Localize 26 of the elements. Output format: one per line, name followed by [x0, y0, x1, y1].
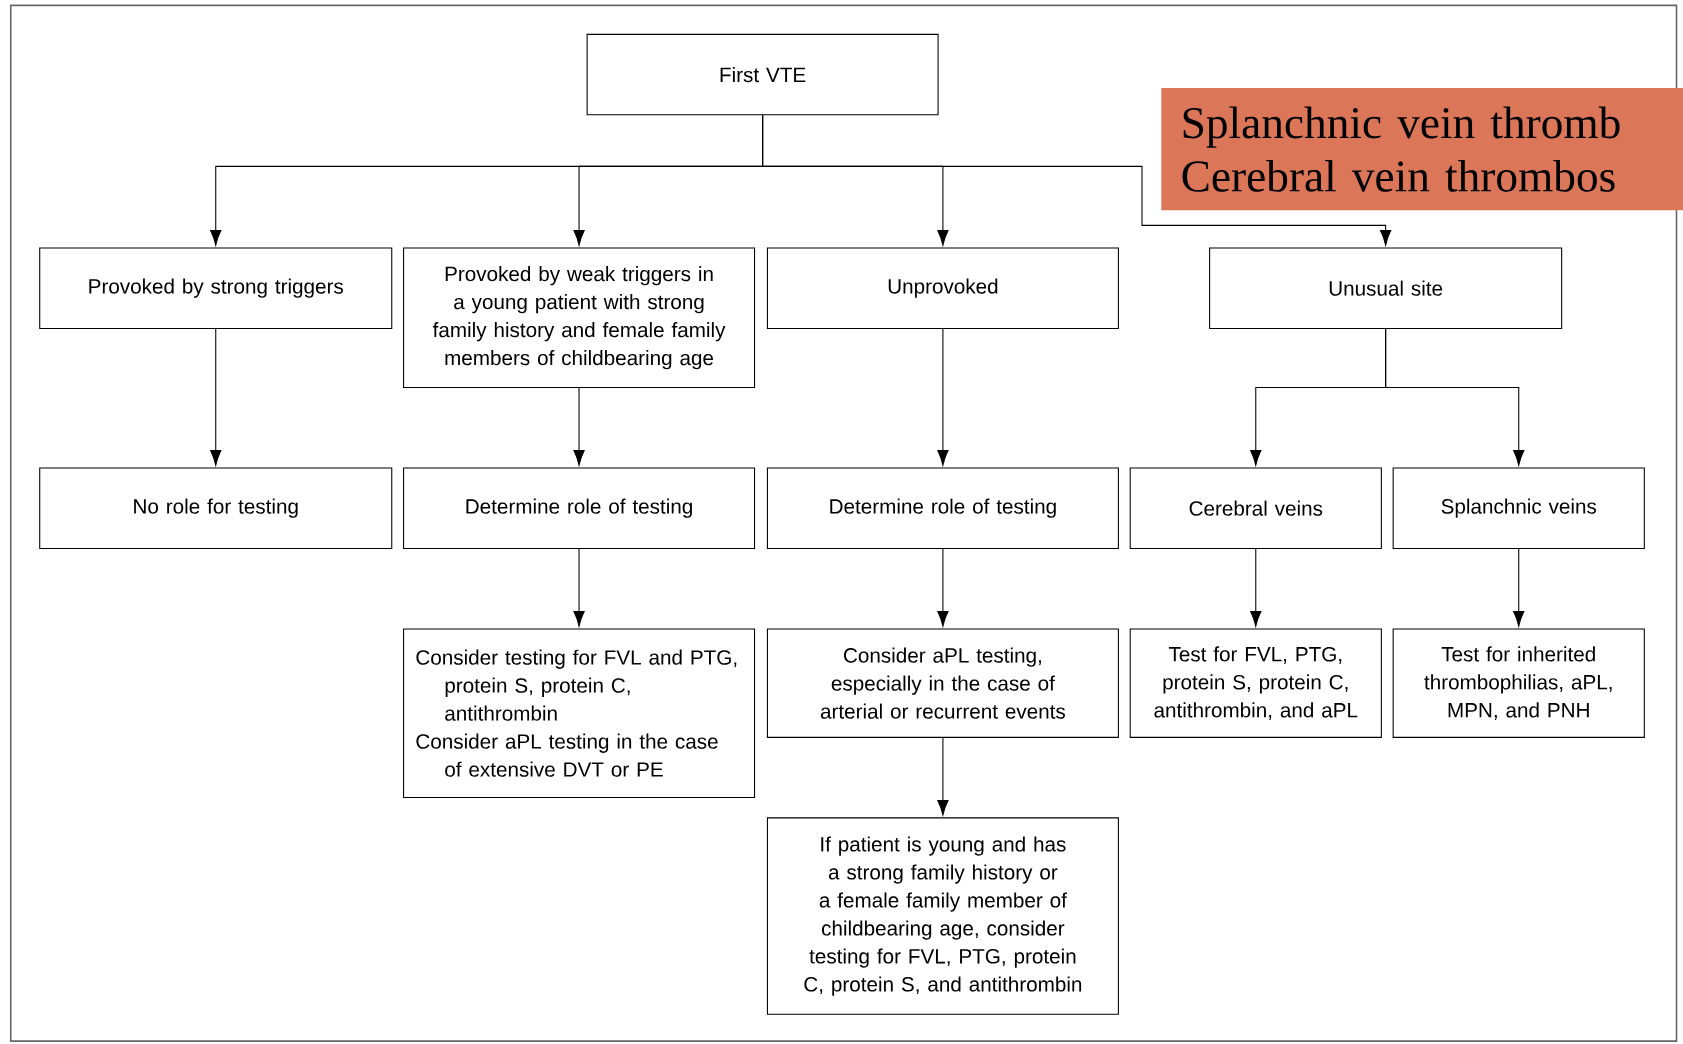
arrow: [210, 328, 222, 466]
process-box: Unprovoked: [766, 247, 1119, 329]
process-box: Cerebral veins: [1129, 467, 1382, 549]
banner-box: Splanchnic vein thromb Cerebral vein thrombos: [1161, 88, 1683, 211]
process-box: Test for FVL, PTG, protein S, protein C, antithrombin, and aPL: [1129, 628, 1382, 738]
process-box: Determine role of testing: [403, 467, 756, 549]
arrow: [1385, 328, 1525, 466]
process-box: No role for testing: [39, 467, 393, 549]
arrow: [1250, 548, 1262, 627]
arrow: [1513, 548, 1525, 627]
arrow: [762, 114, 1392, 246]
arrow: [937, 548, 949, 627]
process-box: Determine role of testing: [766, 467, 1119, 549]
arrow: [937, 328, 949, 466]
process-box: Unusual site: [1209, 247, 1563, 329]
arrow: [573, 387, 585, 466]
process-box: Consider testing for FVL and PTG, protein S, protein C, antithrombin Consider aPL testing in the case of extensive DVT or PE: [403, 628, 756, 798]
process-box: If patient is young and has a strong family history or a female family member of childbearing age, consider testing for FVL, PTG, protein C, protein S, and antithrombin: [766, 817, 1119, 1015]
process-box: Provoked by strong triggers: [39, 247, 393, 329]
arrow: [937, 737, 949, 816]
process-box: Test for inherited thrombophilias, aPL, MPN, and PNH: [1392, 628, 1645, 738]
process-box: Consider aPL testing, especially in the case of arterial or recurrent events: [766, 628, 1119, 738]
process-box: Splanchnic veins: [1392, 467, 1645, 549]
arrow: [573, 548, 585, 627]
process-box: First VTE: [586, 33, 939, 116]
process-box: Provoked by weak triggers in a young patient with strong family history and female family members of childbearing age: [403, 247, 756, 388]
